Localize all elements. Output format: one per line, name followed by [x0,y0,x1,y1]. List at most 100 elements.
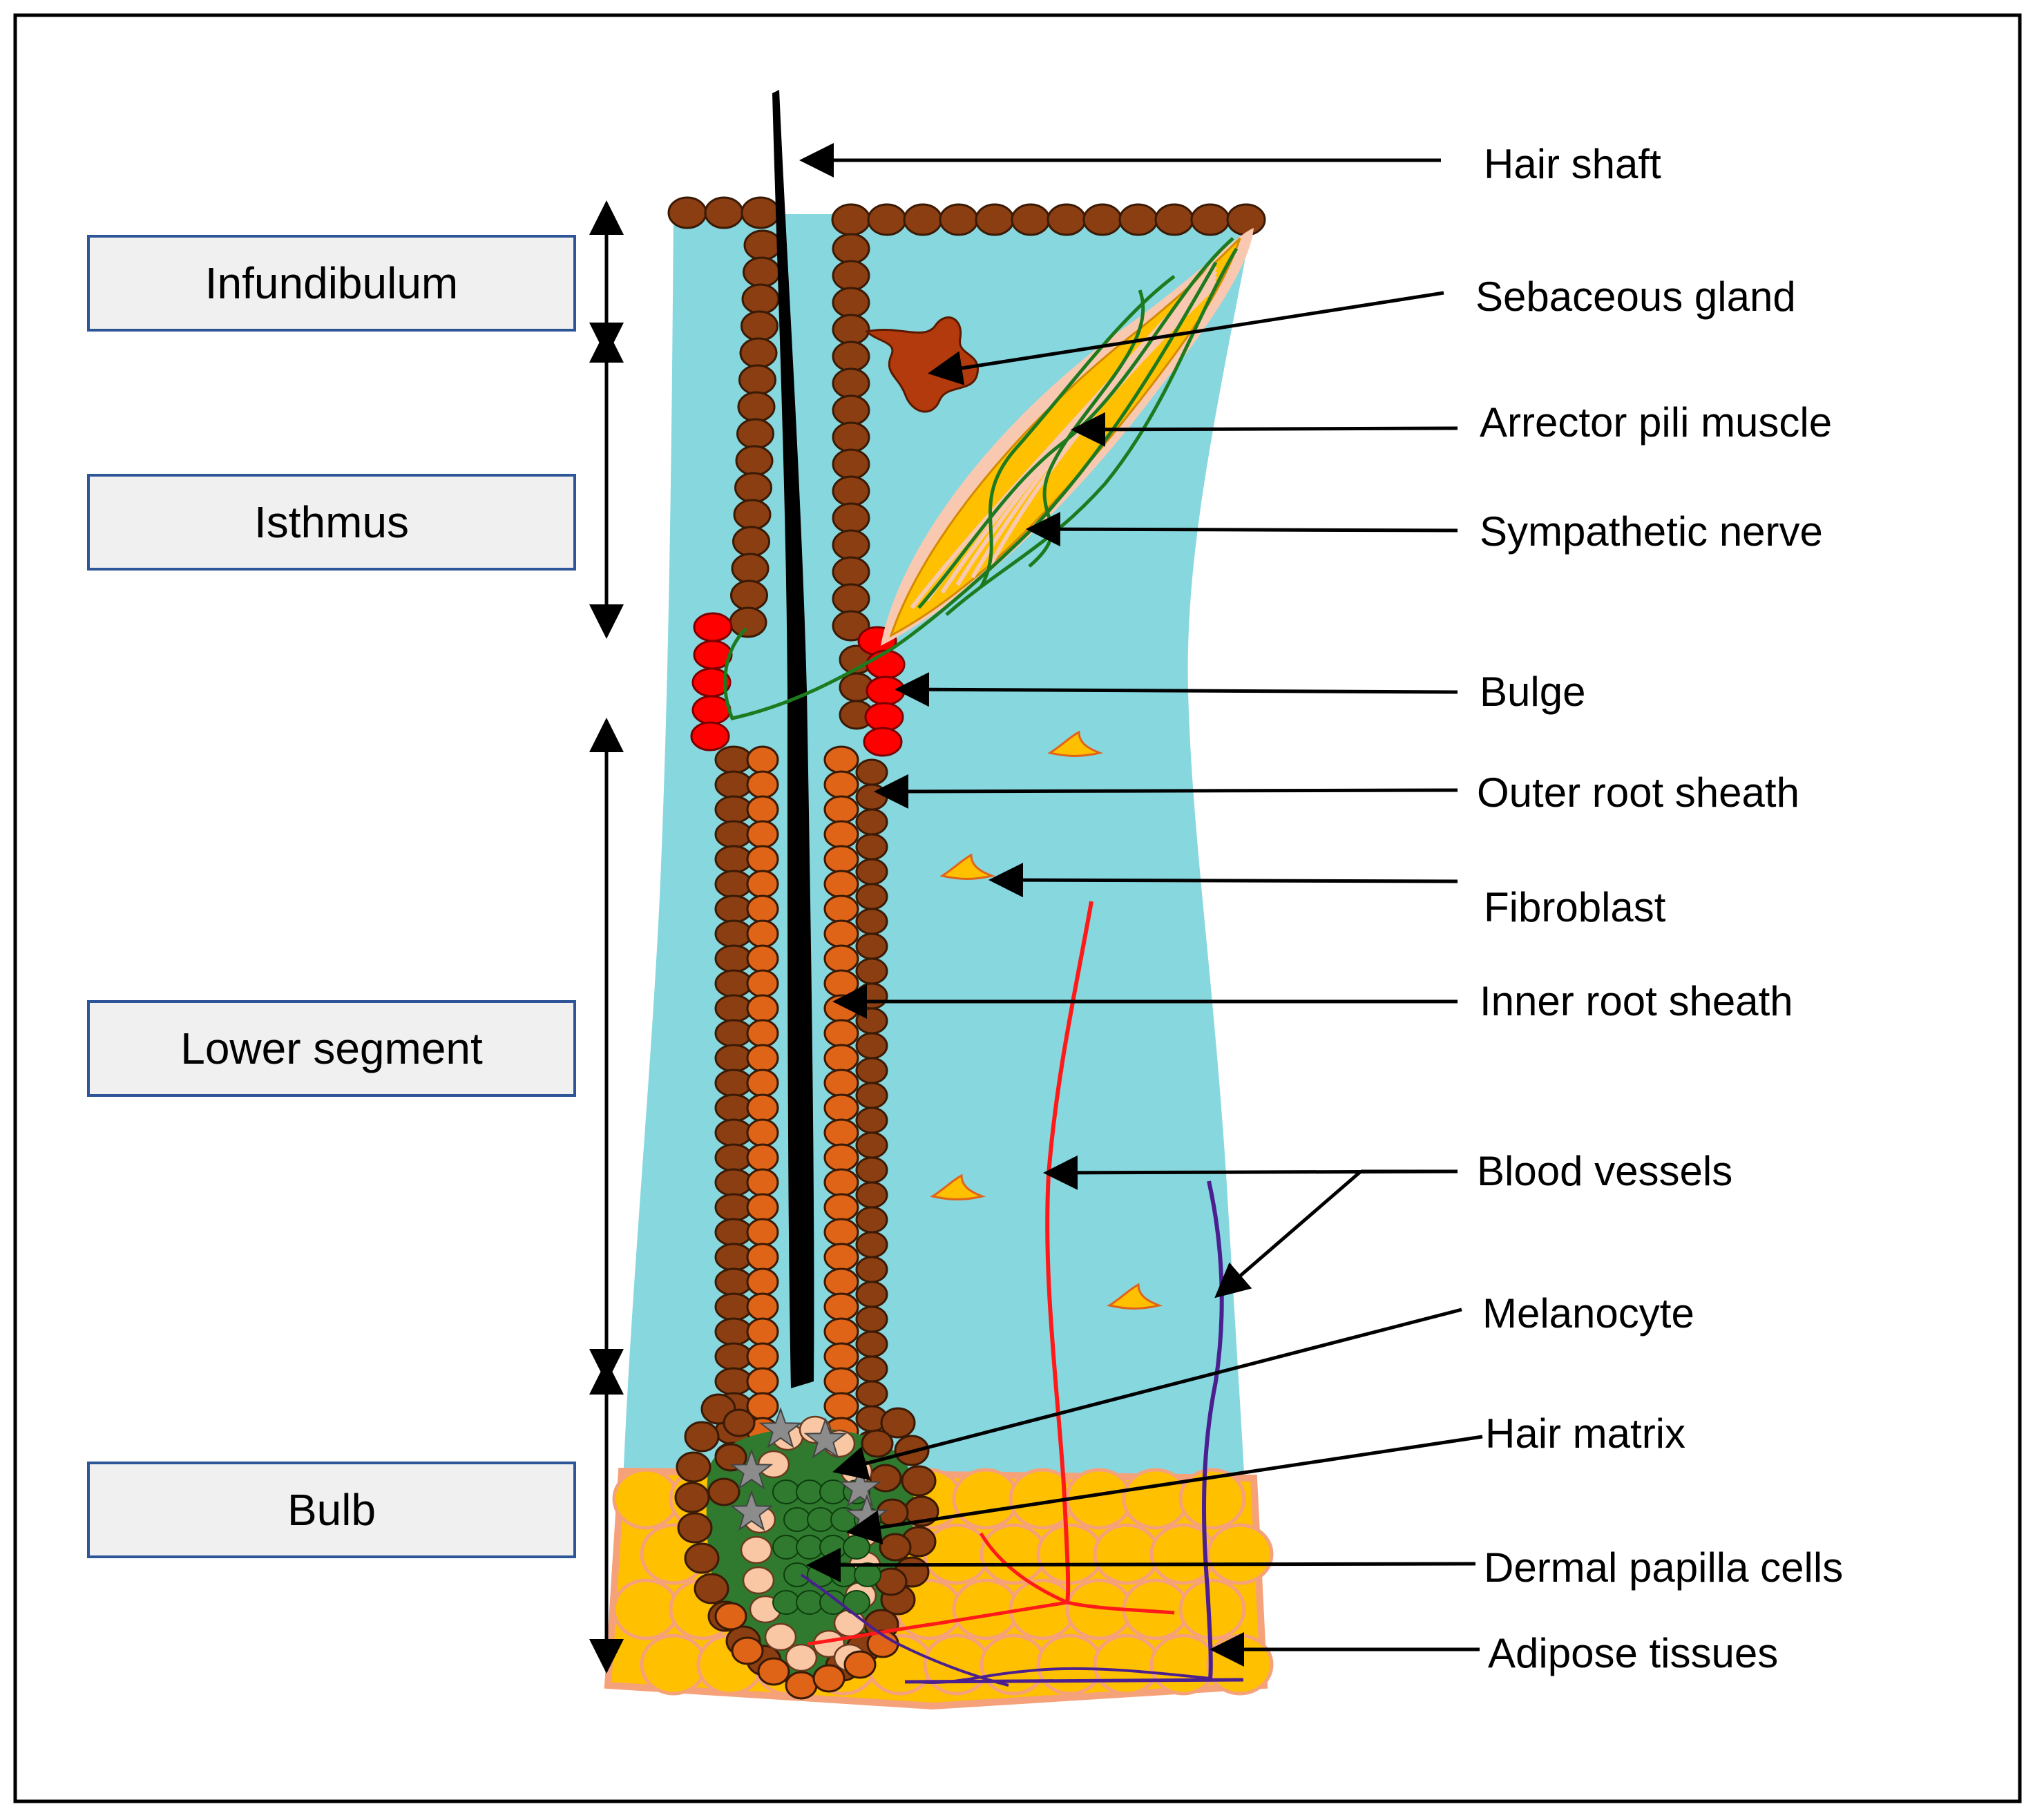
outer-root-sheath-cell [714,1367,753,1396]
outer-root-sheath-cell [855,808,888,836]
label-hair-matrix: Hair matrix [1485,1410,1685,1457]
bulb-irs-cell [785,1671,818,1700]
inner-root-sheath-cell [823,969,859,998]
dermal-papilla-cell [772,1590,800,1615]
inner-root-sheath-cell [746,944,779,973]
outer-root-sheath-cell [855,883,888,910]
outer-root-sheath-cell [714,994,753,1023]
label-blood-vessels: Blood vessels [1477,1148,1732,1194]
segment-box-lower_segment: Lower segment [87,1000,576,1097]
outer-root-sheath-cell [736,418,774,450]
structure-labels: Hair shaft Sebaceous gland Arrector pili… [1475,141,1843,1676]
inner-root-sheath-cell [746,795,779,824]
inner-root-sheath-cell [823,1168,859,1197]
outer-root-sheath-cell [714,845,753,874]
dermal-papilla-cell [772,1479,800,1504]
outer-root-sheath-cell [714,1243,753,1272]
outer-root-sheath-cell [714,770,753,799]
dermal-papilla-cell [819,1590,847,1615]
outer-root-sheath-cell [730,579,768,611]
outer-root-sheath-cell [714,969,753,998]
inner-root-sheath-cell [823,745,859,774]
dermal-papilla-cell [819,1535,847,1560]
outer-root-sheath-cell [714,1118,753,1147]
outer-root-sheath-cell [667,196,707,229]
bulb-outer-cell [694,1573,729,1605]
fibroblast-cell [1047,730,1104,757]
segment-label-lower_segment: Lower segment [180,1024,483,1073]
bulge-cell [866,649,906,680]
outer-root-sheath-cell [832,367,870,399]
inner-root-sheath-cell [746,1019,779,1048]
hair-bulb [674,1393,939,1700]
inner-root-sheath-cell [746,1044,779,1073]
bulb-outer-cell [676,1451,711,1483]
outer-root-sheath-cell [743,256,781,288]
inner-root-sheath-cell [823,919,859,948]
artery-branch [979,1532,1069,1605]
outer-root-sheath-cell [855,1206,888,1234]
outer-root-sheath-cell [734,472,772,504]
outer-root-sheath-cell [855,1355,888,1383]
sympathetic-nerve-fiber [979,275,1176,588]
muscle-fiber-line [940,270,1218,594]
inner-root-sheath-cell [746,845,779,874]
outer-root-sheath-cell [867,203,907,236]
artery-vessel [1045,901,1093,1603]
segment-box-frame [87,1462,576,1558]
outer-root-sheath-cell [1154,203,1194,236]
outer-root-sheath-cell [714,1292,753,1321]
melanocyte-cell [838,1465,882,1507]
leader-sebaceous-gland [928,291,1444,385]
inner-root-sheath-cell [746,1069,779,1098]
adipose-cell [612,1578,680,1640]
segment-box-infundibulum: Infundibulum [87,235,576,332]
blood-vessel-lines [800,901,1244,1687]
sympathetic-nerve-fiber [890,261,1218,651]
bulb-inner-cell [869,1464,902,1493]
outer-root-sheath-cell [741,196,781,229]
outer-root-sheath-cell [855,1330,888,1358]
outer-root-sheath-cell [832,341,870,372]
adipose-cell [640,1634,707,1696]
label-adipose-tissues: Adipose tissues [1488,1630,1778,1676]
outer-root-sheath-cell [1190,203,1230,236]
hair-matrix-cell [785,1643,818,1672]
adipose-cell [1178,1468,1246,1530]
inner-root-sheath-cell [823,944,859,973]
outer-root-sheath-cell [855,1156,888,1184]
outer-root-sheath-cell [855,1256,888,1283]
bulb-outer-cell [677,1512,713,1544]
adipose-cell [1093,1523,1160,1585]
segment-box-frame [87,1000,576,1097]
inner-root-sheath-cell [746,1143,779,1172]
hair-matrix-cell [764,1622,797,1651]
outer-root-sheath-cell [832,421,870,453]
segment-label-isthmus: Isthmus [254,497,409,547]
bulge-cell [691,695,732,725]
outer-root-sheath-cell [832,287,870,318]
segment-box-frame [87,235,576,332]
outer-root-sheath-cell [855,982,888,1010]
inner-root-sheath-cell [746,1243,779,1272]
sympathetic-nerve-fiber [945,247,1239,616]
artery-branch [1067,1600,1175,1615]
outer-root-sheath-cell [975,203,1015,236]
outer-root-sheath-cell [714,870,753,899]
label-hair-shaft: Hair shaft [1484,141,1661,187]
inner-root-sheath-cell [746,745,779,774]
outer-root-sheath-cell [855,932,888,960]
outer-root-sheath-cell [832,529,870,561]
inner-root-sheath-cell [823,1267,859,1296]
outer-root-sheath-cell [1011,203,1051,236]
adipose-cell [923,1523,991,1585]
inner-root-sheath-cell [746,770,779,799]
outer-root-sheath-cell [737,391,776,423]
bulb-irs-cell [714,1602,747,1631]
adipose-cell [1122,1468,1190,1530]
segment-label-infundibulum: Infundibulum [205,258,458,308]
label-bulge: Bulge [1480,669,1585,715]
outer-root-sheath-cell [743,229,782,261]
leader-fibroblast [988,863,1458,898]
